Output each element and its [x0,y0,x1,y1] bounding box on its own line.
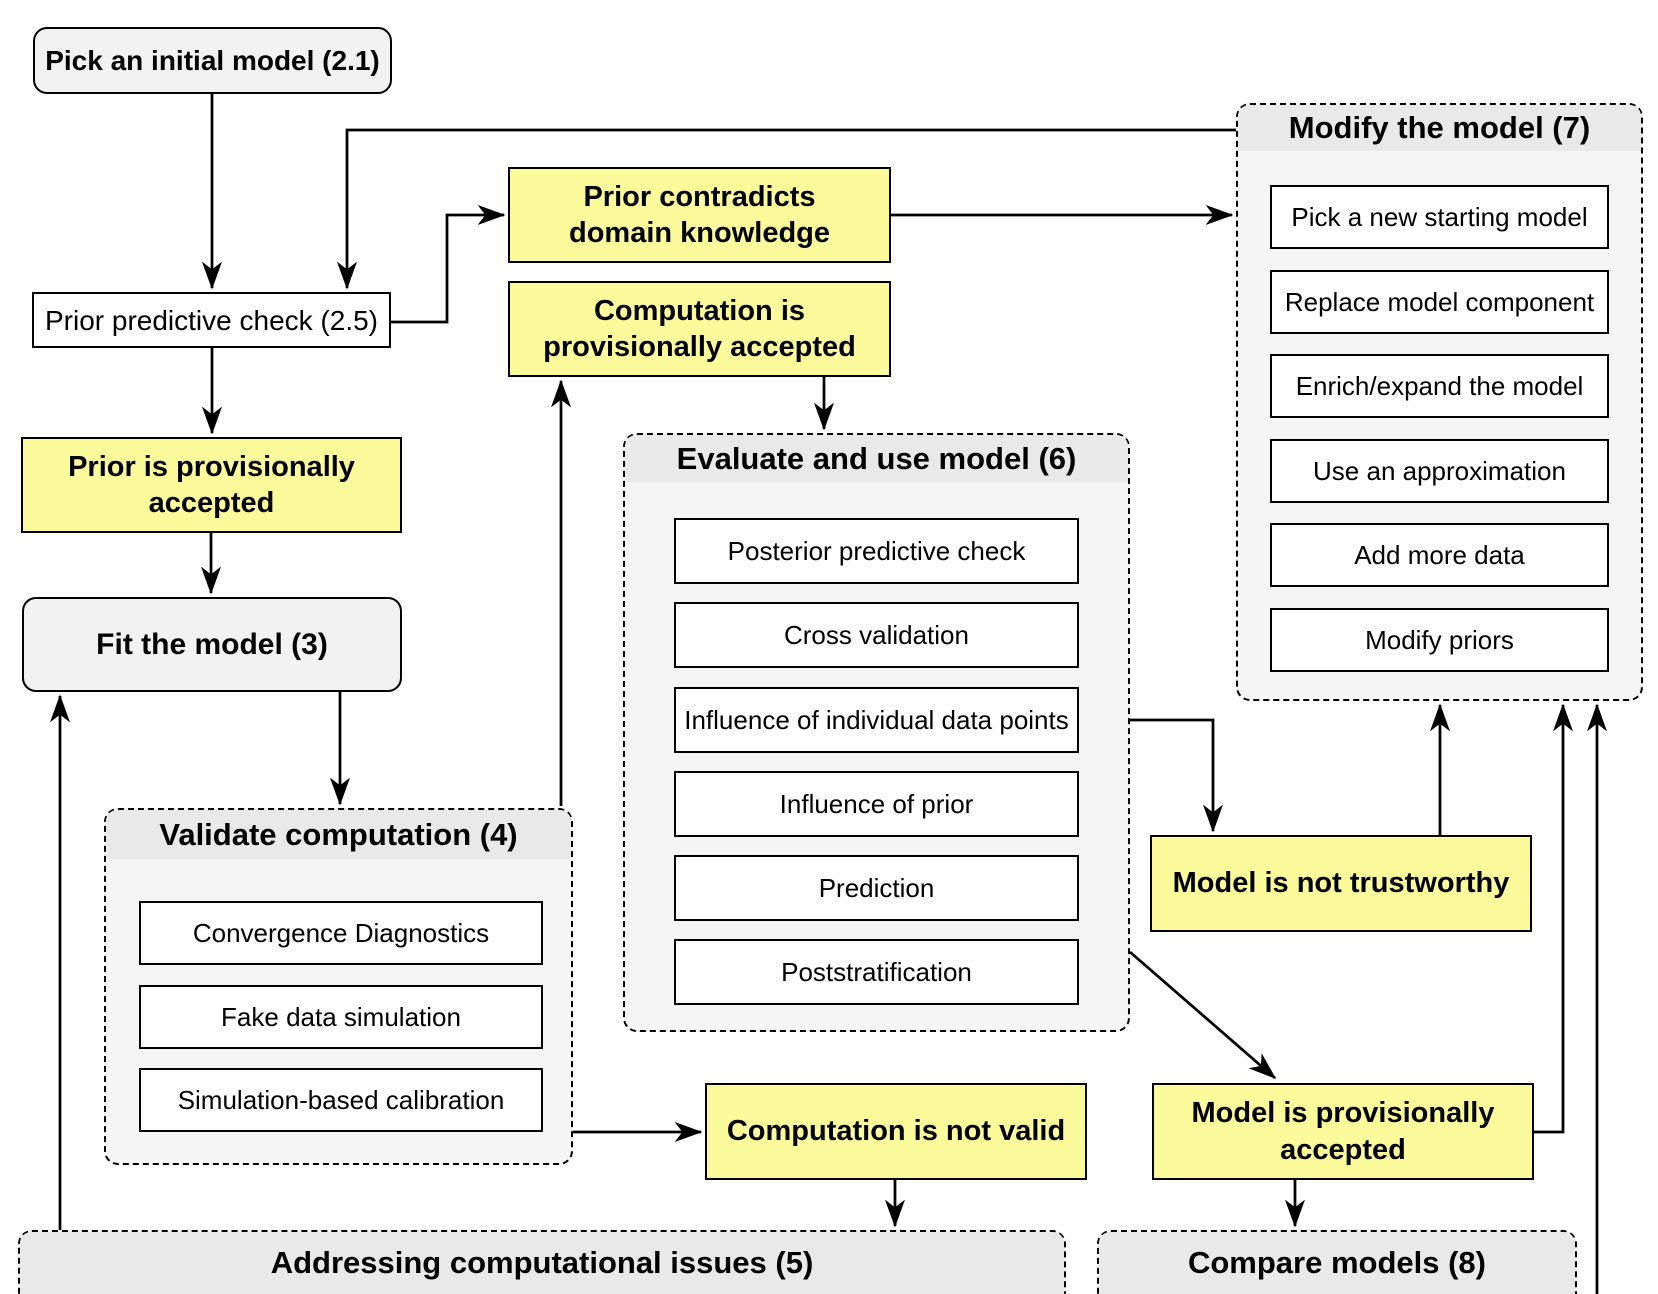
group-evaluate-title: Evaluate and use model (6) [625,435,1128,482]
group-addressing-computational-issues: Addressing computational issues (5) [18,1230,1066,1294]
node-model-accepted: Model is provisionally accepted [1152,1083,1534,1180]
node-model-not-trustworthy: Model is not trustworthy [1150,835,1532,932]
node-computation-not-valid: Computation is not valid [705,1083,1087,1180]
group-compare-title: Compare models (8) [1099,1232,1575,1294]
evaluate-item-posterior-predictive-check: Posterior predictive check [674,518,1079,584]
group-validate-computation: Validate computation (4) Convergence Dia… [104,808,573,1165]
node-prior-accepted: Prior is provisionally accepted [21,437,402,533]
node-fit-model: Fit the model (3) [22,597,402,692]
arrow-evaluate-to-model-not-trustworthy [1130,718,1213,831]
validate-item-fake-data-simulation: Fake data simulation [139,985,543,1049]
group-modify-model: Modify the model (7) Pick a new starting… [1236,103,1643,701]
group-evaluate-use-model: Evaluate and use model (6) Posterior pre… [623,433,1130,1032]
arrow-prior-check-to-prior-contradicts [391,215,504,324]
evaluate-item-influence-data-points: Influence of individual data points [674,687,1079,753]
group-compare-models: Compare models (8) [1097,1230,1577,1294]
evaluate-item-cross-validation: Cross validation [674,602,1079,668]
evaluate-item-poststratification: Poststratification [674,939,1079,1005]
node-computation-accepted: Computation is provisionally accepted [508,281,891,377]
modify-item-use-approximation: Use an approximation [1270,439,1609,503]
validate-item-simulation-based-calibration: Simulation-based calibration [139,1068,543,1132]
modify-item-pick-new-starting-model: Pick a new starting model [1270,185,1609,249]
node-pick-initial-model: Pick an initial model (2.1) [33,27,392,94]
node-prior-contradicts: Prior contradicts domain knowledge [508,167,891,263]
arrow-model-accepted-to-modify [1534,705,1563,1134]
modify-item-add-more-data: Add more data [1270,523,1609,587]
group-addressing-title: Addressing computational issues (5) [20,1232,1064,1294]
modify-item-replace-model-component: Replace model component [1270,270,1609,334]
validate-item-convergence-diagnostics: Convergence Diagnostics [139,901,543,965]
modify-item-modify-priors: Modify priors [1270,608,1609,672]
node-prior-predictive-check: Prior predictive check (2.5) [32,292,391,348]
group-modify-title: Modify the model (7) [1238,105,1641,151]
modify-item-enrich-expand-model: Enrich/expand the model [1270,354,1609,418]
evaluate-item-influence-of-prior: Influence of prior [674,771,1079,837]
arrow-evaluate-to-model-accepted [1129,950,1275,1080]
evaluate-item-prediction: Prediction [674,855,1079,921]
group-validate-title: Validate computation (4) [106,810,571,859]
